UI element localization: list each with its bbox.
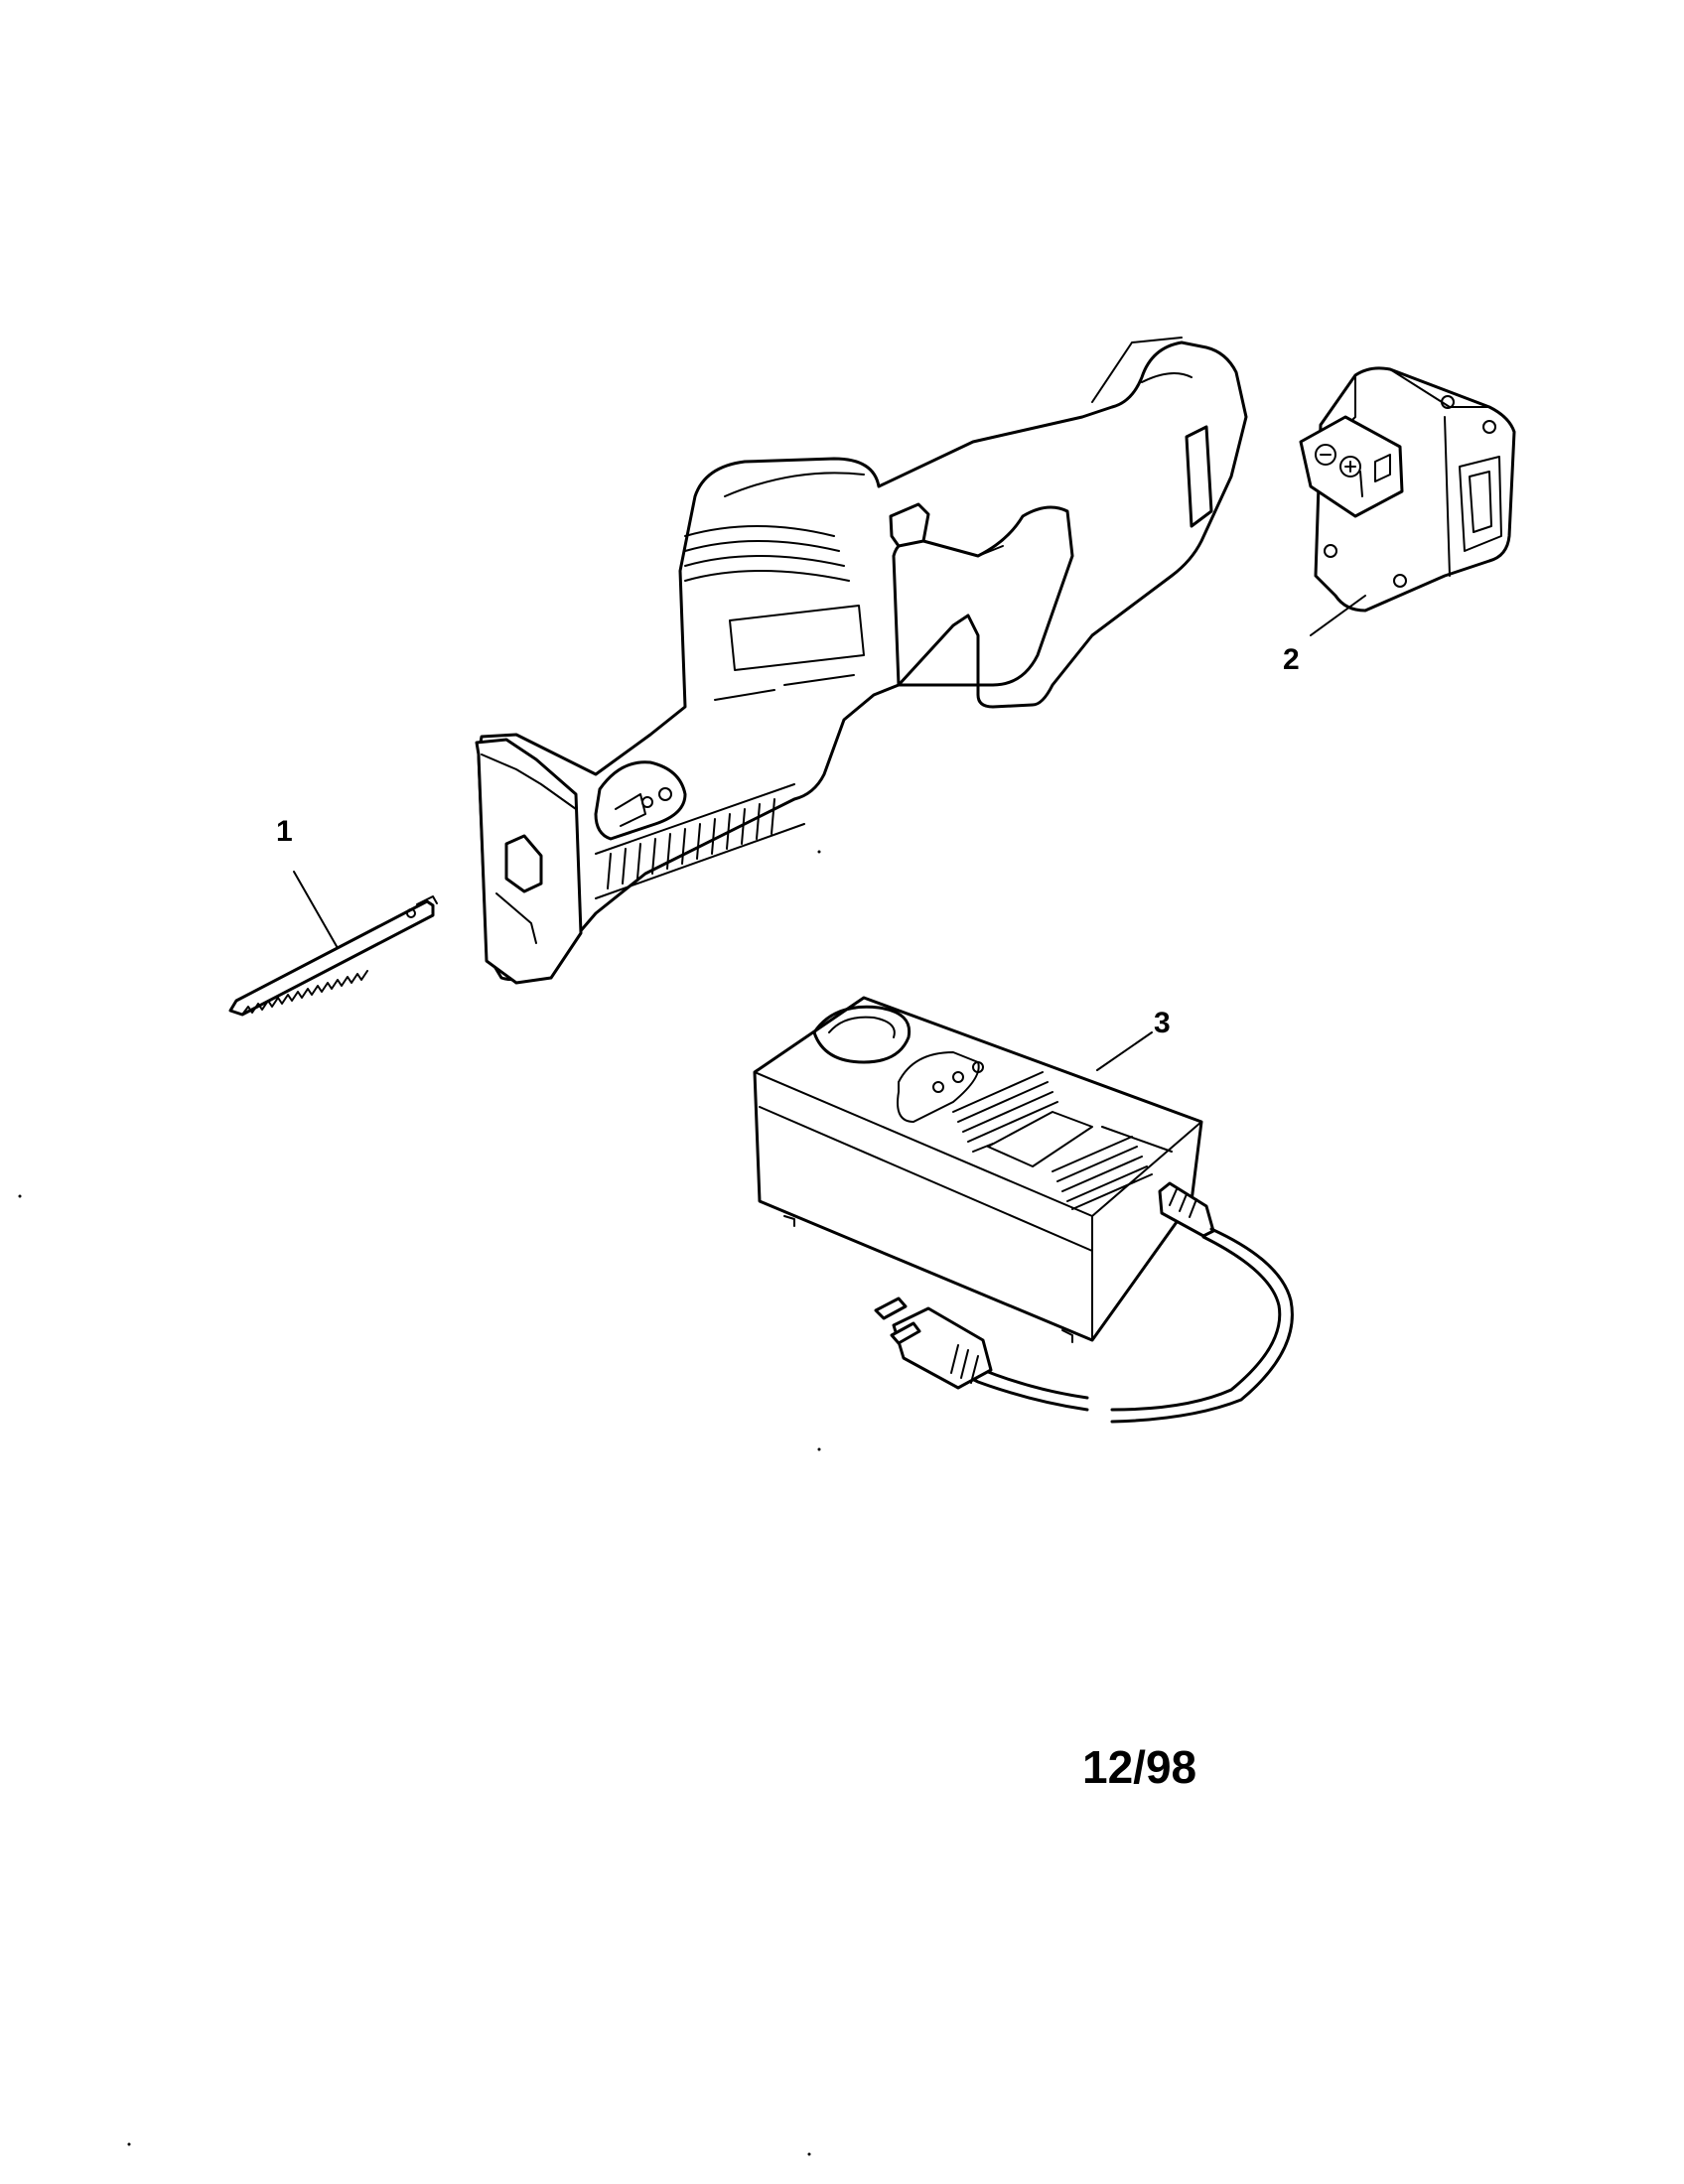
scan-dot xyxy=(18,1194,22,1198)
leader-line-2 xyxy=(1310,595,1366,636)
callout-1: 1 xyxy=(276,815,293,848)
battery-charger xyxy=(753,996,1294,1424)
battery-pack xyxy=(1299,366,1516,613)
date-code: 12/98 xyxy=(1082,1741,1197,1793)
scan-dot xyxy=(127,2142,131,2146)
saw-blade xyxy=(228,895,438,1017)
scan-dot xyxy=(817,1447,821,1451)
scan-dot xyxy=(807,2152,811,2156)
callout-2: 2 xyxy=(1283,643,1300,676)
callout-3: 3 xyxy=(1154,1007,1171,1039)
scan-dot xyxy=(817,850,821,854)
reciprocating-saw xyxy=(475,337,1248,985)
leader-line-3 xyxy=(1096,1031,1153,1071)
leader-line-1 xyxy=(293,871,339,949)
